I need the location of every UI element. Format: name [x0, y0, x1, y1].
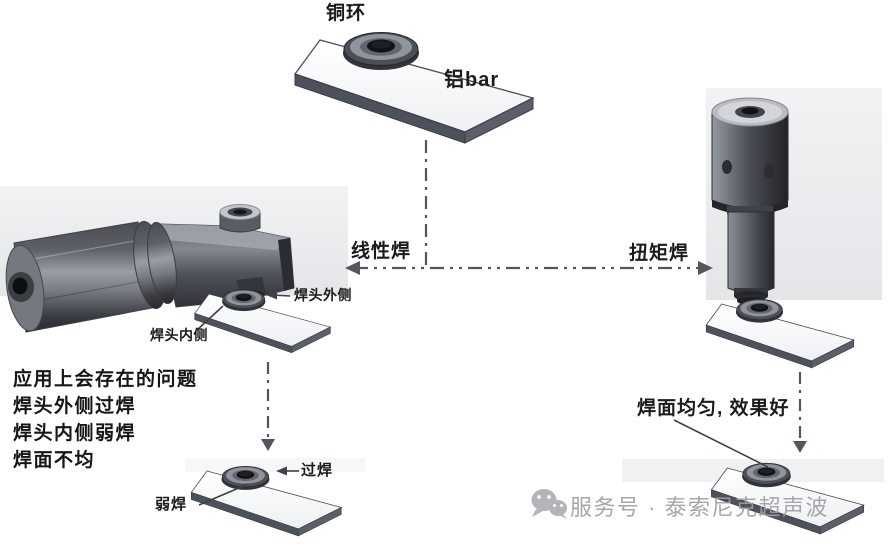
horn-outer-arrow-icon [266, 290, 277, 300]
problems-block: 应用上会存在的问题 焊头外侧过焊 焊头内侧弱焊 焊面不均 [13, 366, 198, 474]
arrow-down-left-icon [261, 439, 275, 451]
linear-weld-horn [5, 204, 295, 333]
linear-weld-label: 线性焊 [351, 241, 412, 262]
horn-outer-label: 焊头外侧 [294, 287, 352, 303]
problem-item: 焊头内侧弱焊 [13, 423, 137, 444]
leader-lines [196, 294, 769, 506]
copper-ring-label: 铜环 [326, 3, 367, 24]
arrow-left-icon [345, 261, 360, 275]
weak-weld-label: 弱焊 [155, 496, 188, 513]
arrow-right-icon [698, 261, 713, 275]
flow-arrowheads [261, 261, 807, 453]
problems-title: 应用上会存在的问题 [13, 369, 198, 390]
good-result-label: 焊面均匀, 效果好 [637, 398, 790, 419]
torque-weld-label: 扭矩焊 [629, 243, 690, 264]
problem-item: 焊头外侧过焊 [13, 396, 137, 417]
arrow-down-right-icon [793, 441, 807, 453]
al-bar-label: 铝bar [444, 69, 500, 91]
leader-arrowheads [266, 290, 287, 476]
wechat-icon [531, 489, 567, 519]
over-weld-label: 过焊 [301, 462, 334, 479]
bottom-left-render-panel [185, 458, 365, 472]
good-result-leader [673, 419, 769, 468]
problem-item: 焊面不均 [13, 450, 96, 471]
weak-weld-leader [198, 483, 249, 506]
torque-weld-tool [711, 97, 789, 305]
horn-inner-leader [196, 305, 224, 331]
watermark-text: 服务号 · 泰索尼克超声波 [570, 495, 830, 520]
right-plate [705, 298, 855, 369]
horn-inner-label: 焊头内侧 [150, 327, 208, 343]
flow-lines [266, 140, 802, 442]
over-weld-arrow-icon [276, 466, 287, 476]
